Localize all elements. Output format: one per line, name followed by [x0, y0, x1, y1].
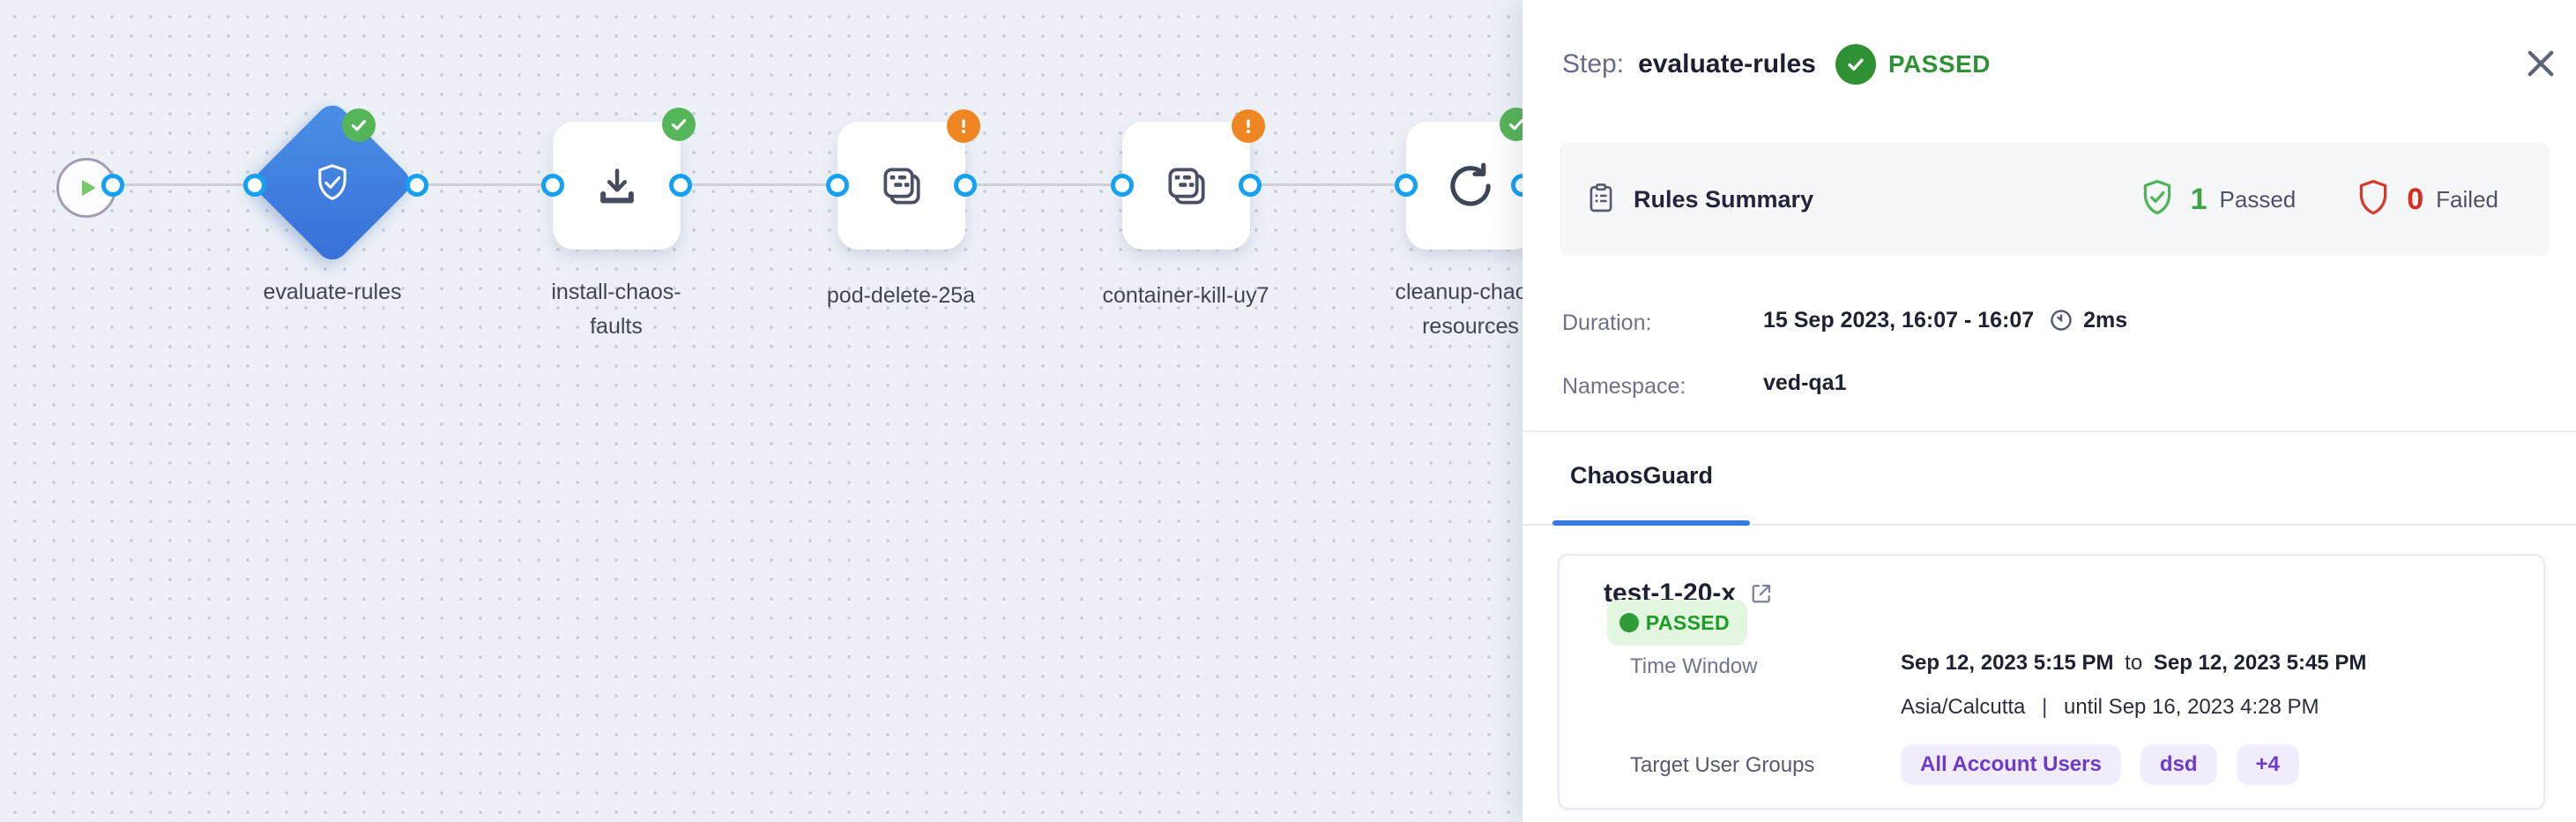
time-window-label: Time Window — [1630, 654, 1758, 678]
tab-strip-border — [1523, 524, 2576, 526]
pipeline-node-container-kill-uy7[interactable] — [1122, 122, 1250, 250]
node-label: pod-delete-25a — [826, 283, 976, 308]
duration-label: Duration: — [1562, 310, 1652, 335]
connection-port — [541, 174, 564, 197]
connection-port — [101, 174, 124, 197]
step-prefix-label: Step: — [1562, 49, 1625, 78]
edge-connector — [113, 183, 255, 186]
user-group-pill: +4 — [2236, 744, 2299, 785]
shield-failed-icon — [2352, 176, 2394, 223]
download-icon — [592, 161, 642, 211]
failed-count: 0 — [2407, 182, 2424, 216]
pipeline-node-pod-delete-25a[interactable] — [838, 122, 965, 250]
status-warning-icon — [947, 109, 980, 143]
passed-check-icon — [1835, 44, 1876, 85]
node-label: container-kill-uy7 — [1102, 283, 1269, 308]
clipboard-icon — [1584, 181, 1618, 219]
shield-check-icon — [310, 161, 354, 205]
retry-icon — [1443, 159, 1498, 213]
time-window-meta: Asia/Calcutta | until Sep 16, 2023 4:28 … — [1901, 695, 2319, 719]
connection-port — [1111, 174, 1134, 197]
edge-connector — [965, 183, 1122, 186]
chaosguard-rule-card: test-1-20-x PASSED Time Window Sep 12, 2… — [1558, 554, 2545, 810]
edge-connector — [1250, 183, 1406, 186]
connection-port — [954, 174, 977, 197]
shield-check-passed-icon — [2136, 176, 2178, 223]
chaos-fault-icon — [1162, 161, 1211, 211]
tab-chaosguard[interactable]: ChaosGuard — [1570, 462, 1714, 489]
status-success-icon — [342, 108, 376, 142]
status-warning-icon — [1232, 109, 1265, 143]
namespace-label: Namespace: — [1562, 374, 1686, 399]
edge-connector — [681, 183, 838, 186]
pipeline-node-install-chaos-faults[interactable] — [553, 122, 681, 250]
target-user-groups-label: Target User Groups — [1630, 753, 1815, 777]
rules-summary-title: Rules Summary — [1634, 185, 1814, 213]
rule-status-badge: PASSED — [1606, 600, 1748, 646]
connection-port — [1395, 174, 1418, 197]
step-details-panel: Step: evaluate-rules PASSED — [1523, 0, 2576, 822]
namespace-value: ved-qa1 — [1763, 370, 1847, 395]
duration-time: 2ms — [2083, 307, 2128, 333]
connection-port — [669, 174, 692, 197]
connection-port — [406, 174, 428, 197]
active-tab-underline — [1552, 520, 1750, 526]
pipeline-canvas: evaluate-rules install-chaos-faults pod-de… — [0, 0, 1545, 822]
pipeline-node-evaluate-rules[interactable] — [249, 99, 416, 266]
node-label: install-chaos-faults — [551, 280, 681, 339]
user-group-pill: All Account Users — [1901, 744, 2121, 785]
rules-summary-bar: Rules Summary 1 Passed 0 F — [1560, 143, 2550, 256]
connection-port — [826, 174, 849, 197]
clock-icon — [2048, 307, 2074, 333]
panel-header: Step: evaluate-rules PASSED — [1562, 41, 1991, 88]
close-icon[interactable] — [2520, 42, 2562, 85]
user-group-pill: dsd — [2140, 744, 2217, 785]
external-link-icon[interactable] — [1748, 580, 1775, 607]
connection-port — [243, 174, 266, 197]
step-status-text: PASSED — [1887, 50, 1991, 78]
connection-port — [1239, 174, 1262, 197]
time-window-value: Sep 12, 2023 5:15 PM to Sep 12, 2023 5:4… — [1901, 651, 2367, 675]
status-dot-icon — [1619, 613, 1639, 632]
chaos-fault-icon — [877, 161, 927, 211]
duration-value: 15 Sep 2023, 16:07 - 16:07 2ms — [1763, 307, 2128, 333]
step-name: evaluate-rules — [1638, 49, 1816, 78]
node-label: evaluate-rules — [263, 280, 402, 304]
failed-label: Failed — [2436, 185, 2498, 213]
status-success-icon — [662, 108, 696, 141]
target-user-groups: All Account Users dsd +4 — [1901, 744, 2299, 785]
passed-count: 1 — [2190, 182, 2207, 216]
passed-label: Passed — [2219, 185, 2297, 213]
node-label: cleanup-chaos-resources — [1395, 280, 1546, 339]
play-icon — [69, 170, 104, 206]
edge-connector — [417, 183, 553, 186]
section-divider — [1523, 430, 2576, 432]
